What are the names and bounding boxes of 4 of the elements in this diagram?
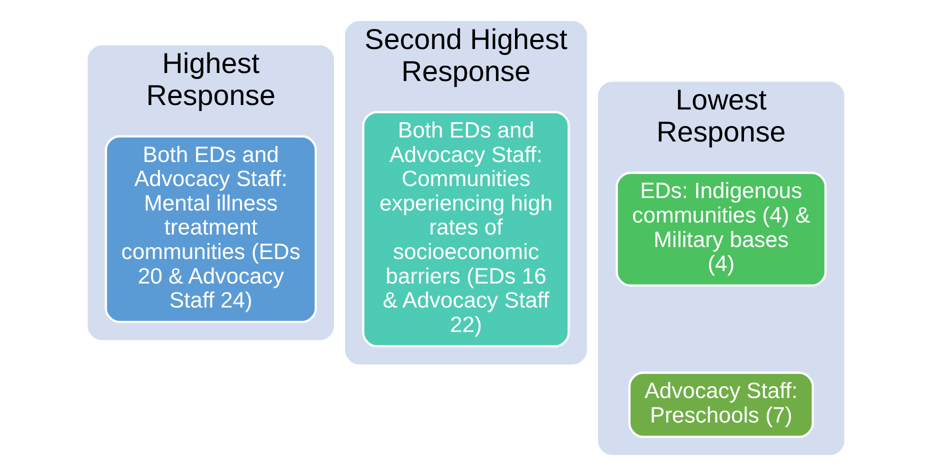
- node-box: Both EDs and Advocacy Staff: Mental illness treatment communities (EDs 20 & Advocacy Staff 24): [104, 135, 317, 324]
- node-box: Both EDs and Advocacy Staff: Communities experiencing high rates of socioeconomic barriers (EDs 16 & Advocacy Staff 22): [362, 110, 570, 348]
- node-box: EDs: Indigenous communities (4) & Military bases (4): [616, 172, 827, 287]
- node-box: Advocacy Staff: Preschools (7): [628, 372, 814, 438]
